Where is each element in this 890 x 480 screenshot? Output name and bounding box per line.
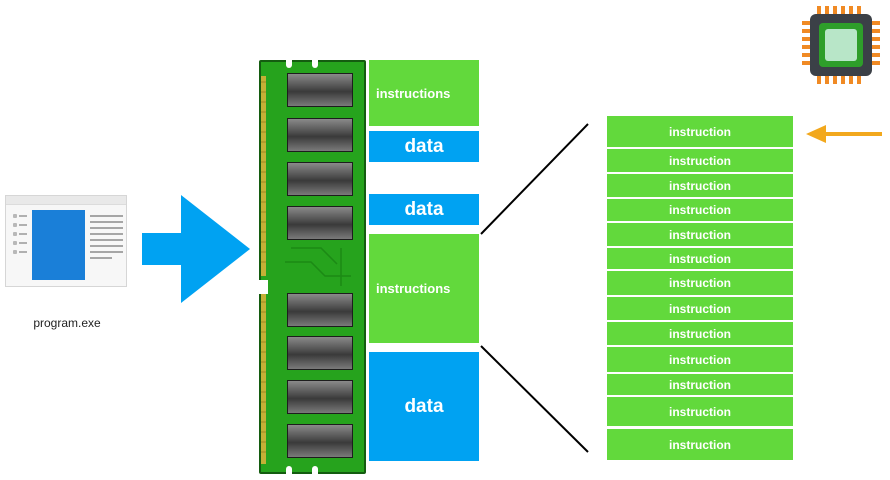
window-sidebar-dot (13, 223, 17, 227)
memory-block-data: data (369, 131, 479, 162)
ram-chip (287, 380, 353, 414)
program-label: program.exe (33, 316, 101, 330)
instruction-row: instruction (607, 297, 793, 320)
ram-chip (287, 336, 353, 370)
ram-side-notch (259, 280, 268, 294)
window-sidebar-line (19, 251, 27, 253)
ram-chip (287, 162, 353, 196)
cpu-chip-icon (802, 6, 880, 84)
window-sidebar-line (19, 233, 27, 235)
memory-block-instructions: instructions (369, 234, 479, 343)
window-text-line (90, 239, 123, 241)
window-text-line (90, 251, 123, 253)
instruction-row: instruction (607, 374, 793, 395)
memory-block-instructions: instructions (369, 60, 479, 126)
ram-chip (287, 424, 353, 458)
ram-top-notch (312, 60, 318, 68)
ram-chip (287, 293, 353, 327)
ram-module-icon (259, 60, 366, 474)
memory-block-data: data (369, 194, 479, 225)
instruction-row: instruction (607, 429, 793, 460)
ram-bottom-notch (312, 466, 318, 474)
window-text-line (90, 245, 123, 247)
window-text-line (90, 233, 123, 235)
ram-top-notch (286, 60, 292, 68)
window-sidebar-line (19, 224, 27, 226)
instruction-row: instruction (607, 271, 793, 295)
right-arrow-icon (142, 195, 250, 303)
ram-chip (287, 206, 353, 240)
window-sidebar-line (19, 215, 27, 217)
ram-trace-pattern (285, 247, 351, 286)
instruction-row: instruction (607, 322, 793, 345)
window-text-line (90, 227, 123, 229)
ram-chip (287, 73, 353, 107)
instruction-row: instruction (607, 116, 793, 147)
window-text-line (90, 257, 112, 259)
window-text-line (90, 215, 123, 217)
window-sidebar-line (19, 242, 27, 244)
window-sidebar-dot (13, 214, 17, 218)
window-text-line (90, 221, 123, 223)
instruction-row: instruction (607, 397, 793, 426)
instruction-row: instruction (607, 347, 793, 372)
window-document-panel (32, 210, 85, 280)
instruction-row: instruction (607, 199, 793, 221)
instruction-row: instruction (607, 248, 793, 269)
window-sidebar-dot (13, 232, 17, 236)
memory-block-data: data (369, 352, 479, 461)
program-window-icon (5, 195, 127, 287)
zoom-connector-lines (480, 123, 589, 453)
instruction-row: instruction (607, 223, 793, 246)
left-arrow-icon (806, 125, 882, 143)
ram-gold-contacts (261, 76, 266, 464)
instruction-row: instruction (607, 174, 793, 197)
window-titlebar (6, 196, 126, 205)
window-sidebar-dot (13, 250, 17, 254)
instruction-row: instruction (607, 149, 793, 172)
ram-bottom-notch (286, 466, 292, 474)
ram-chip (287, 118, 353, 152)
window-sidebar-dot (13, 241, 17, 245)
